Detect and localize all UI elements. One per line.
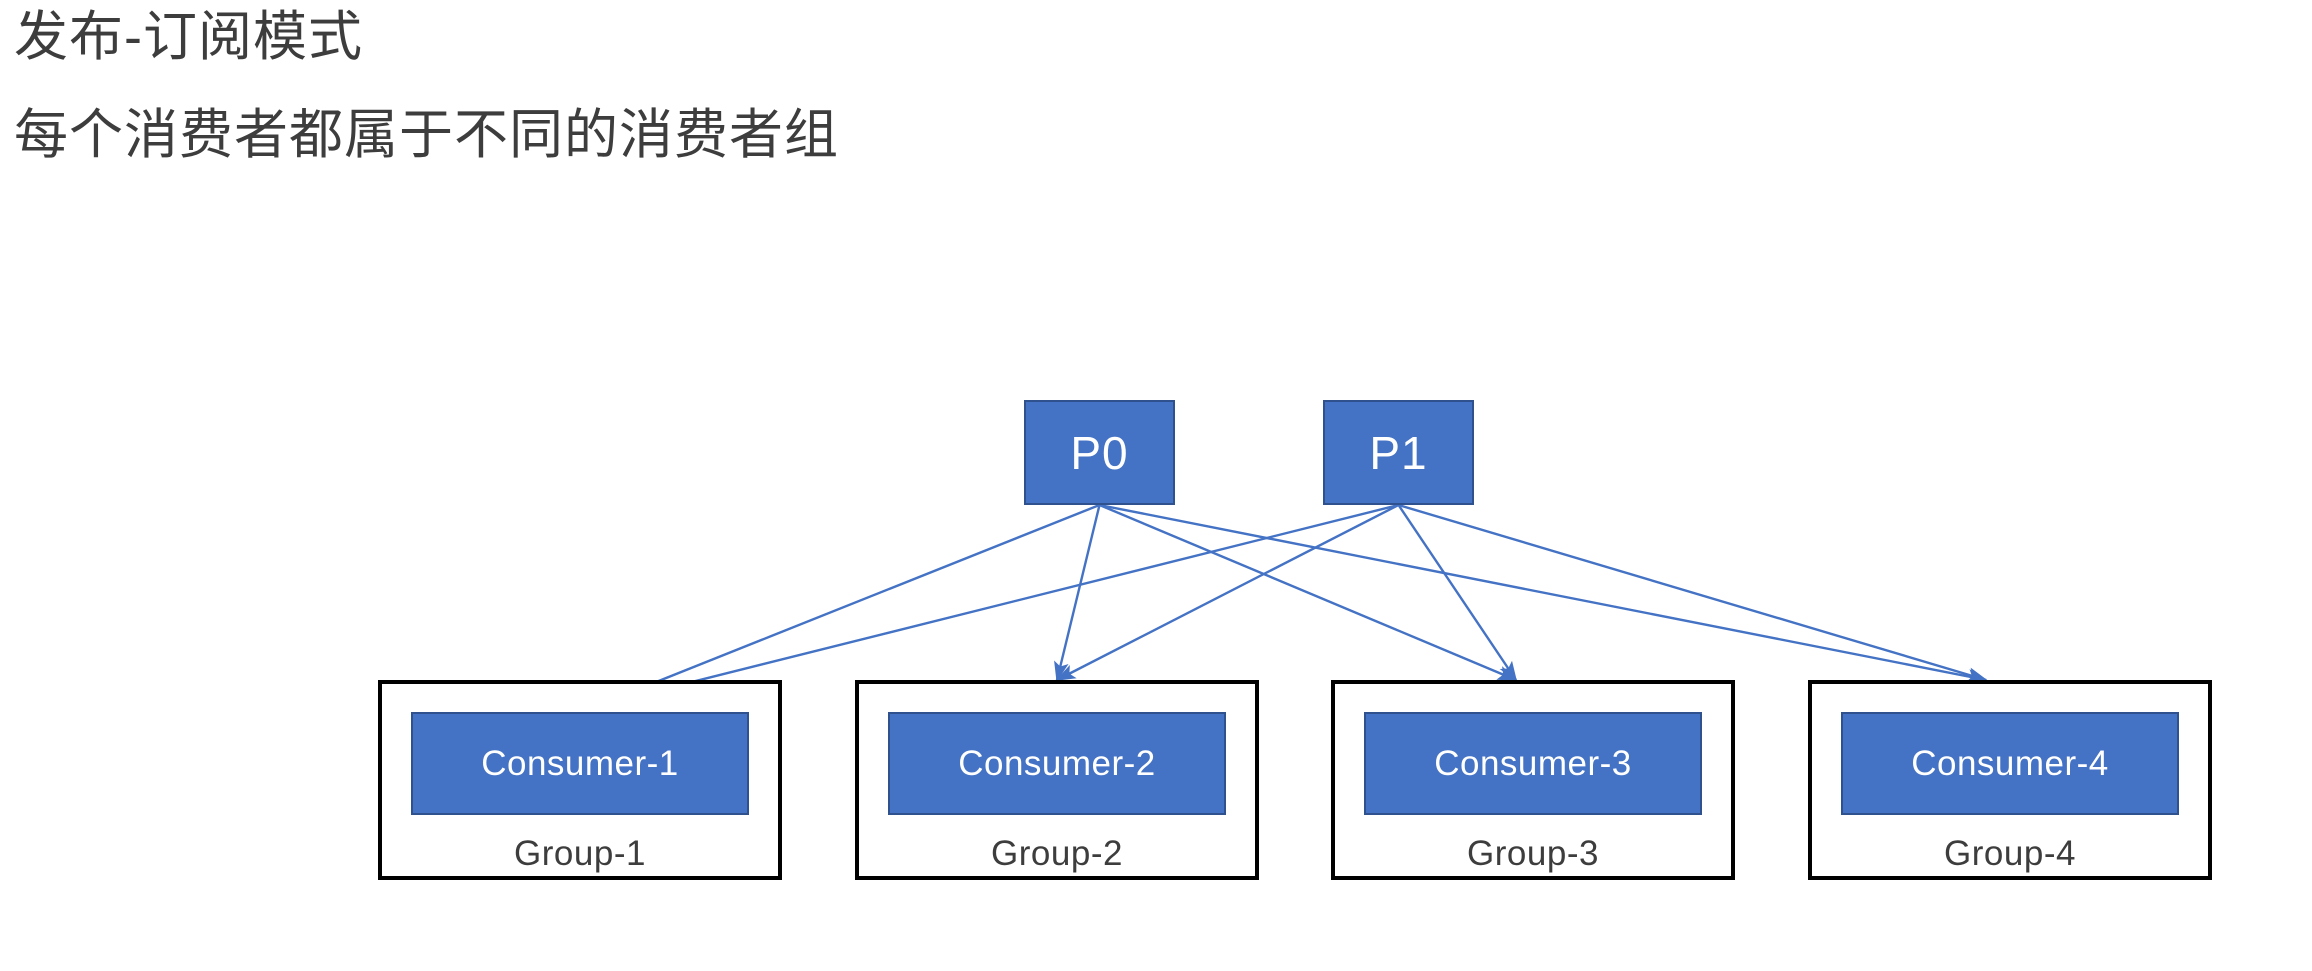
group-label: Group-3 — [1467, 834, 1599, 873]
producer-box-p0[interactable]: P0 — [1024, 400, 1175, 505]
consumer-box-consumer-2[interactable]: Consumer-2 — [888, 712, 1226, 815]
consumer-box-consumer-1[interactable]: Consumer-1 — [411, 712, 749, 815]
slide-subtitle: 每个消费者都属于不同的消费者组 — [14, 105, 839, 165]
edge-p1-to-g3 — [1397, 504, 1518, 682]
group-label: Group-1 — [514, 834, 646, 873]
edge-p1-to-g4 — [1398, 503, 1988, 682]
edge-p0-to-g2 — [1054, 504, 1101, 682]
producer-box-p1[interactable]: P1 — [1323, 400, 1474, 505]
edge-p1-to-g1 — [594, 503, 1399, 709]
edge-p1-to-g2 — [1055, 503, 1400, 682]
consumer-box-consumer-3[interactable]: Consumer-3 — [1364, 712, 1702, 815]
producer-label: P0 — [1070, 426, 1129, 479]
edge-p0-to-g1 — [594, 503, 1100, 708]
slide-title: 发布-订阅模式 — [14, 7, 363, 67]
slide-text-block: 发布-订阅模式 每个消费者都属于不同的消费者组 — [14, 0, 1414, 162]
group-label: Group-4 — [1944, 834, 2076, 873]
consumer-box-consumer-4[interactable]: Consumer-4 — [1841, 712, 2179, 815]
group-label: Group-2 — [991, 834, 1123, 873]
edge-p0-to-g3 — [1099, 503, 1518, 682]
edge-p0-to-g4 — [1099, 503, 1988, 684]
producer-label: P1 — [1369, 426, 1428, 479]
